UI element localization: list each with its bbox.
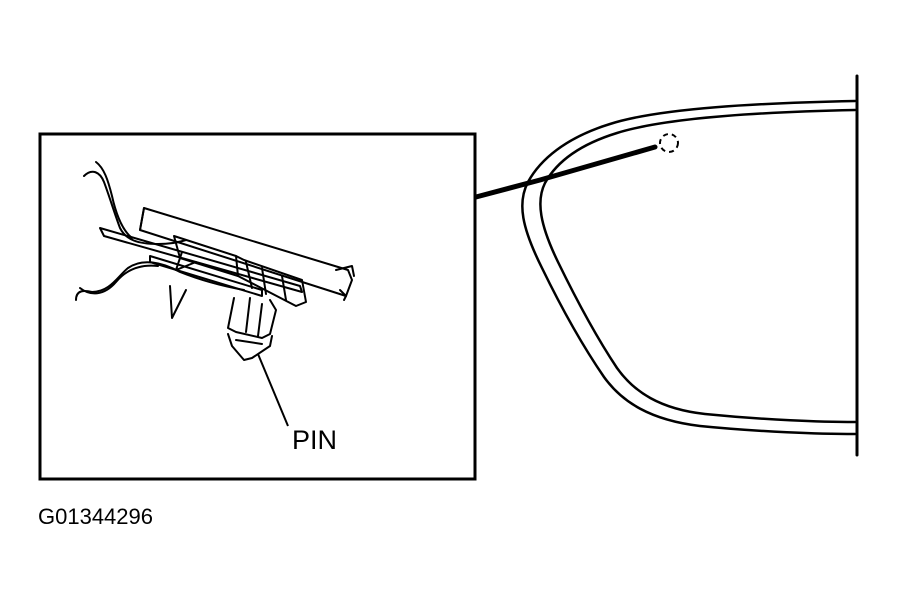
pin-callout-leader xyxy=(257,353,289,427)
figure-id-label: G01344296 xyxy=(38,504,153,529)
pin-label: PIN xyxy=(292,425,337,455)
pin-clip-illustration xyxy=(75,161,355,361)
detail-leader-line xyxy=(473,144,658,200)
detail-view-frame xyxy=(38,132,477,481)
pin-location-marker xyxy=(659,133,679,153)
mirror-outline xyxy=(521,74,859,457)
